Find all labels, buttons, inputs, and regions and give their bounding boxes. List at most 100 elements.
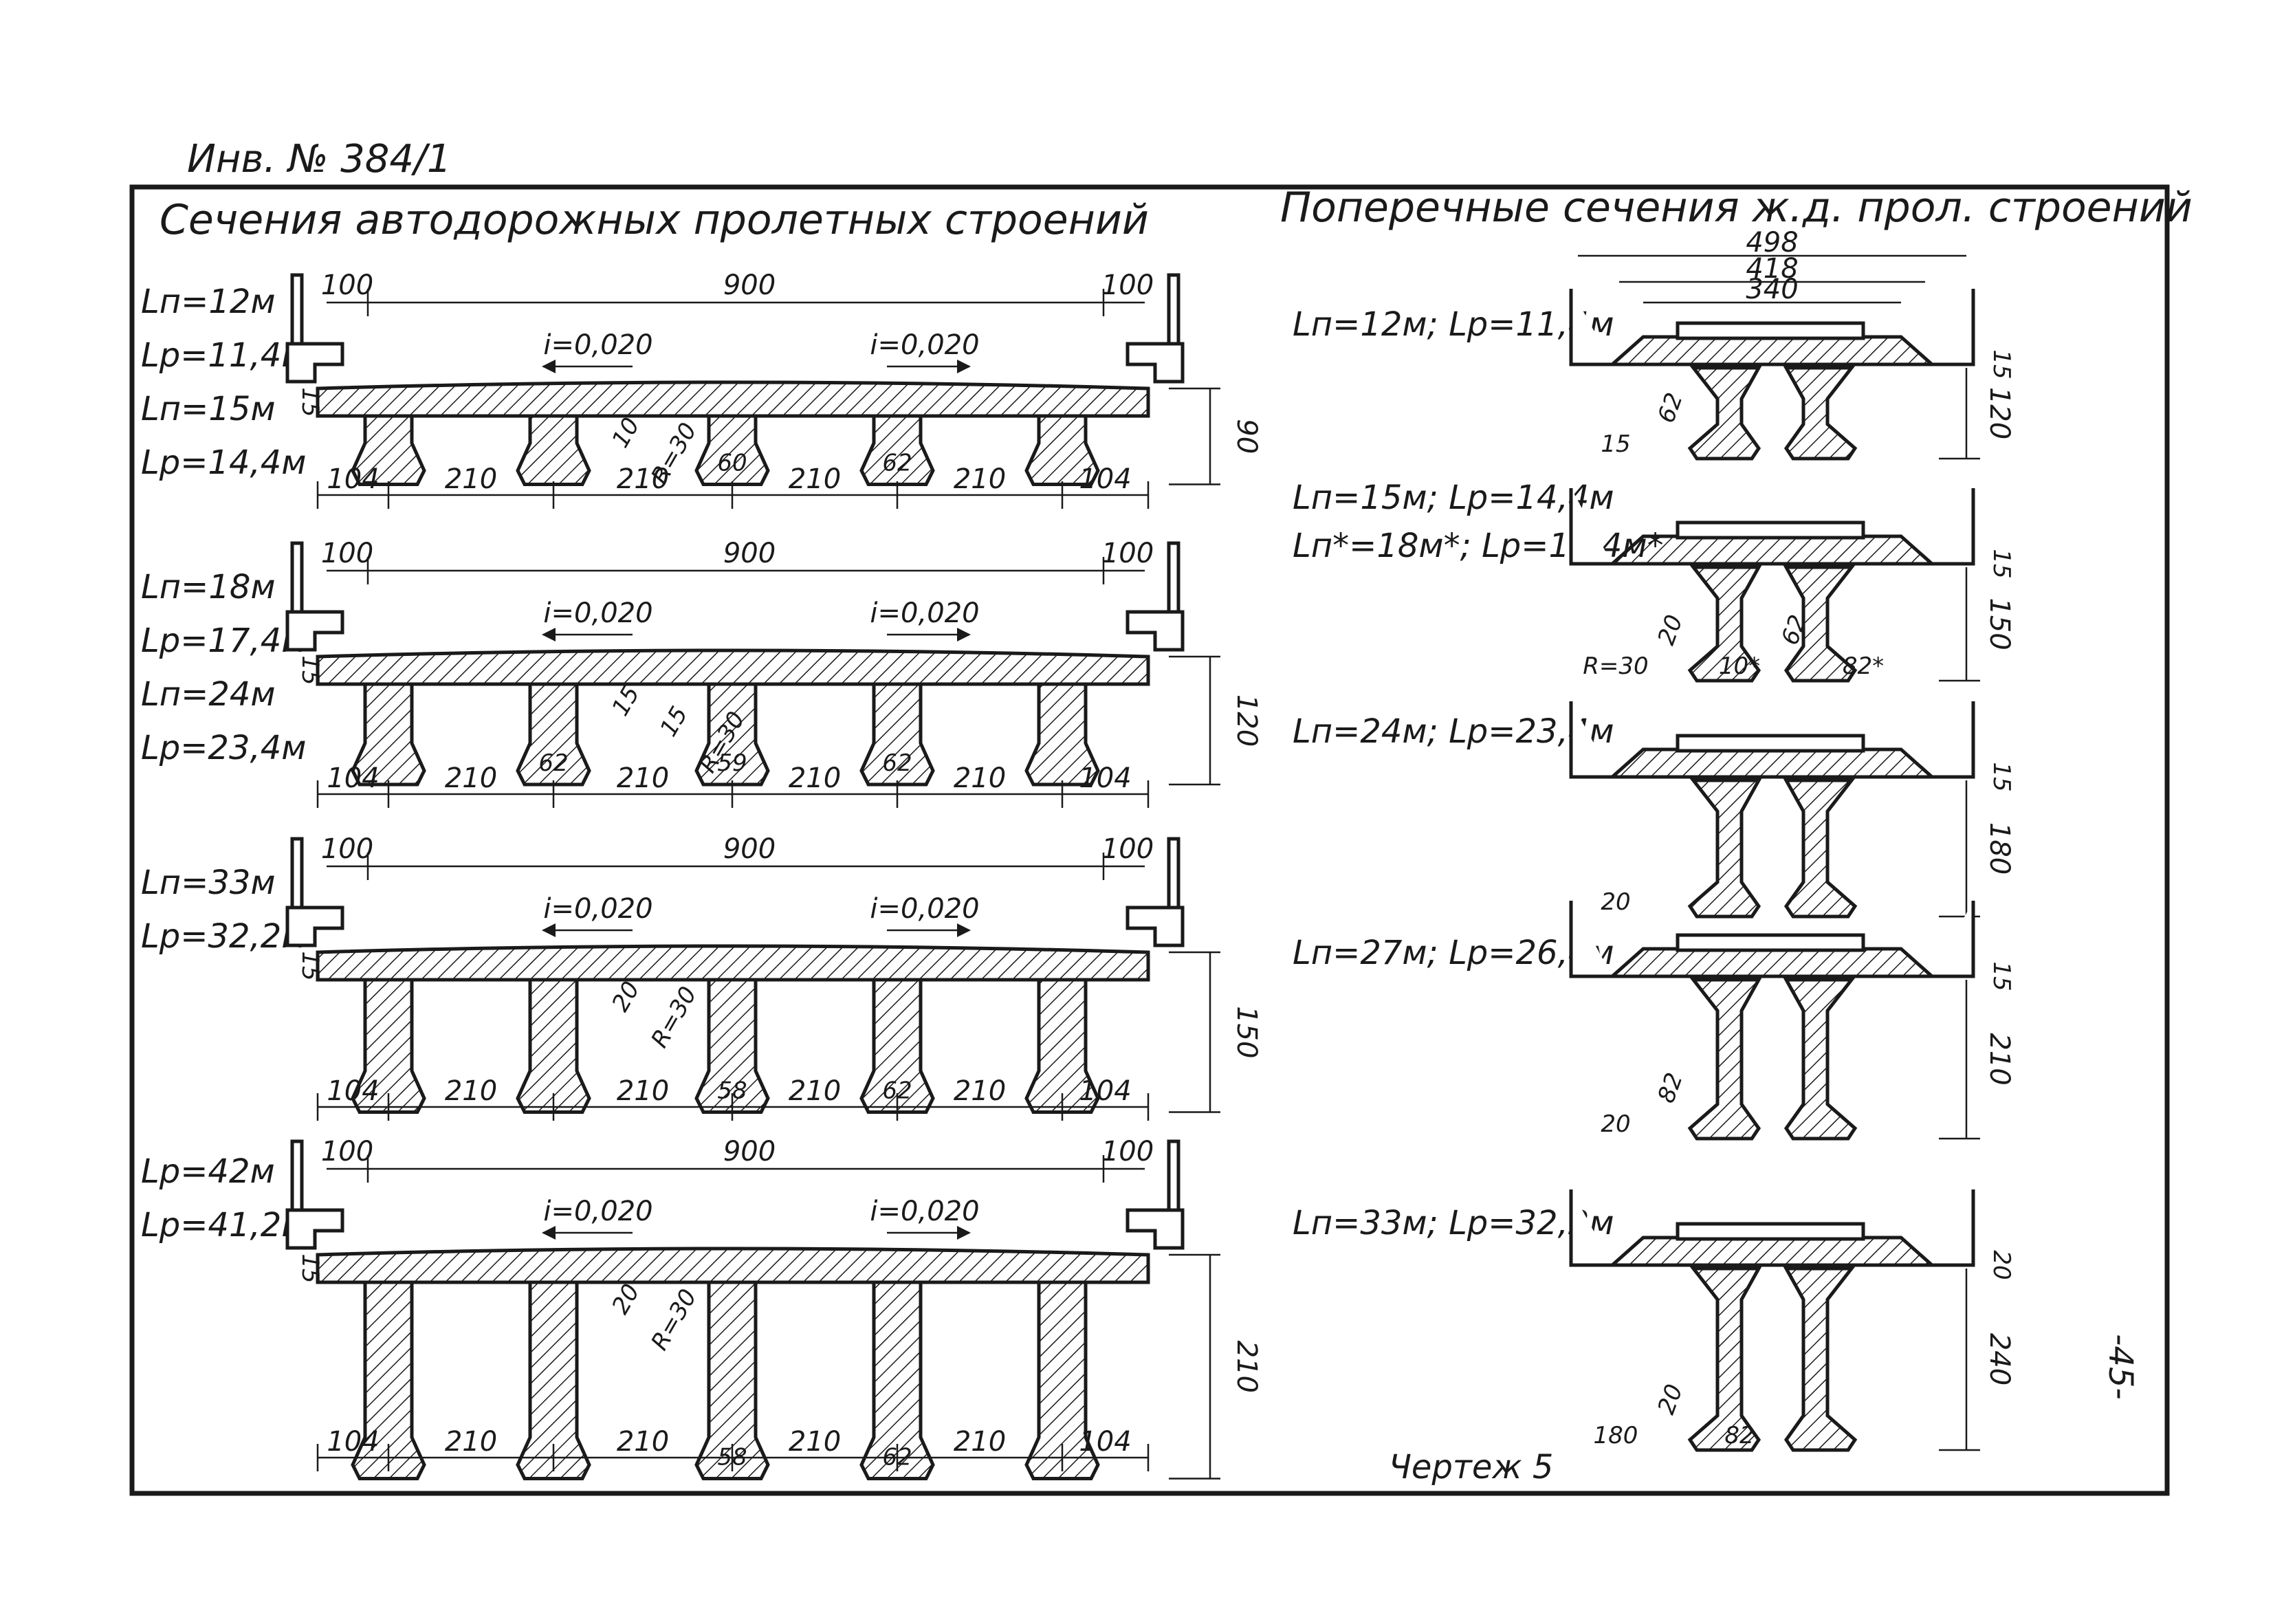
curb-left — [285, 1208, 344, 1250]
bottom-dim: 210 — [954, 463, 1006, 495]
slope-right: i=0,020 — [870, 893, 979, 925]
girder — [1687, 565, 1762, 683]
beam-rib — [516, 682, 591, 787]
bottom-dim: 210 — [617, 1075, 669, 1107]
railing-left — [1569, 1189, 1612, 1267]
ballast-trough — [1607, 534, 1937, 566]
span-label: Lп=12м; Lр=11,4м — [1293, 305, 1614, 344]
span-label: Lр=32,2м — [141, 917, 307, 956]
depth-dim: 180 — [1984, 822, 2015, 875]
slope-right: i=0,020 — [870, 329, 979, 361]
top-dim-left: 100 — [321, 833, 373, 865]
deck-dim: 15 — [1988, 762, 2015, 791]
beam-rib — [694, 1280, 770, 1480]
railing-left — [1569, 901, 1612, 978]
girder — [1783, 1266, 1858, 1452]
extra-dim: 82 — [1724, 1422, 1754, 1449]
bottom-dim: 104 — [1079, 1075, 1131, 1107]
extra-dim: 15 — [606, 681, 645, 721]
bottom-dim: 210 — [954, 762, 1006, 794]
slope-left: i=0,020 — [543, 1196, 652, 1227]
slope-left: i=0,020 — [543, 329, 652, 361]
rail-section-3: Lп=24м; Lр=23,4м 180 15 20 — [1293, 701, 2015, 919]
extra-dim: R=30 — [1583, 652, 1648, 680]
bottom-dim: 104 — [327, 1075, 379, 1107]
beam-rib — [694, 414, 770, 486]
ballast-trough — [1607, 747, 1937, 779]
span-label: Lп=24м; Lр=23,4м — [1293, 712, 1614, 751]
deck-dim: 15 — [296, 387, 324, 417]
beam-rib — [859, 978, 935, 1114]
extra-dim: 82 — [1652, 1069, 1688, 1106]
bottom-dim: 210 — [617, 463, 669, 495]
rib-width-dim: 62 — [882, 450, 912, 477]
extra-dim: 20 — [1601, 888, 1630, 916]
extra-dim: 180 — [1594, 1422, 1638, 1449]
span-label: Lр=11,4м — [141, 336, 307, 375]
slope-left: i=0,020 — [543, 893, 652, 925]
bottom-dim: 104 — [327, 1426, 379, 1458]
inventory-number: Инв. № 384/1 — [187, 137, 452, 182]
girder — [1687, 366, 1762, 461]
beam-rib — [516, 1280, 591, 1480]
girder — [1783, 366, 1858, 461]
curb-right — [1125, 342, 1185, 384]
extra-dim: 20 — [1652, 611, 1688, 648]
span-label: Lп=33м — [141, 864, 276, 902]
top-dim-right: 100 — [1101, 538, 1154, 569]
left-title: Сечения автодорожных пролетных строений — [160, 196, 1149, 244]
span-label: Lп=24м — [141, 675, 276, 714]
span-label: Lп=33м; Lр=32,2м — [1293, 1204, 1614, 1242]
span-label: Lр=23,4м — [141, 729, 307, 767]
top-dim-right: 100 — [1101, 1136, 1154, 1167]
rail-section-5: Lп=33м; Lр=32,2м 240 20 180 20 82 — [1293, 1189, 2015, 1452]
sleeper — [1676, 520, 1865, 540]
girder — [1783, 778, 1858, 919]
bottom-dim: 210 — [445, 463, 497, 495]
girder — [1687, 778, 1762, 919]
depth-dim: 210 — [1231, 1341, 1262, 1393]
depth-dim: 120 — [1231, 694, 1262, 747]
bottom-dim: 210 — [445, 1075, 497, 1107]
span-label: Lр=14,4м — [141, 443, 307, 482]
extra-dim: 20 — [1652, 1381, 1688, 1418]
bottom-dim: 104 — [1079, 1426, 1131, 1458]
bottom-dim: 210 — [789, 762, 841, 794]
bottom-dim: 210 — [954, 1426, 1006, 1458]
girder — [1687, 1266, 1762, 1452]
depth-dim: 150 — [1984, 597, 2015, 650]
deck-slab — [316, 1247, 1150, 1284]
railing-left — [1569, 701, 1612, 779]
rib-width-dim: 62 — [882, 749, 912, 777]
depth-dim: 120 — [1984, 387, 2015, 439]
beam-rib — [694, 978, 770, 1114]
beam-rib — [1024, 1280, 1100, 1480]
bottom-dim: 210 — [445, 1426, 497, 1458]
bottom-dim: 210 — [445, 762, 497, 794]
extra-dim: 10 — [606, 413, 645, 452]
curb-left — [285, 610, 344, 652]
beam-rib — [859, 1280, 935, 1480]
curb-right — [1125, 1208, 1185, 1250]
curb-right — [1125, 906, 1185, 947]
span-label: Lп=15м — [141, 390, 276, 428]
depth-dim: 240 — [1984, 1333, 2015, 1385]
extra-dim: R=30 — [646, 1284, 702, 1355]
span-label: Lр=42м — [141, 1152, 275, 1191]
railing-right — [1932, 289, 1975, 366]
sleeper — [1676, 933, 1865, 952]
bottom-dim: 104 — [1079, 762, 1131, 794]
bottom-dim: 210 — [789, 1426, 841, 1458]
railing-right — [1932, 701, 1975, 779]
deck-dim: 20 — [1988, 1250, 2015, 1280]
sleeper — [1676, 1222, 1865, 1241]
bottom-dim: 210 — [789, 1075, 841, 1107]
extra-dim: 20 — [606, 1280, 645, 1319]
